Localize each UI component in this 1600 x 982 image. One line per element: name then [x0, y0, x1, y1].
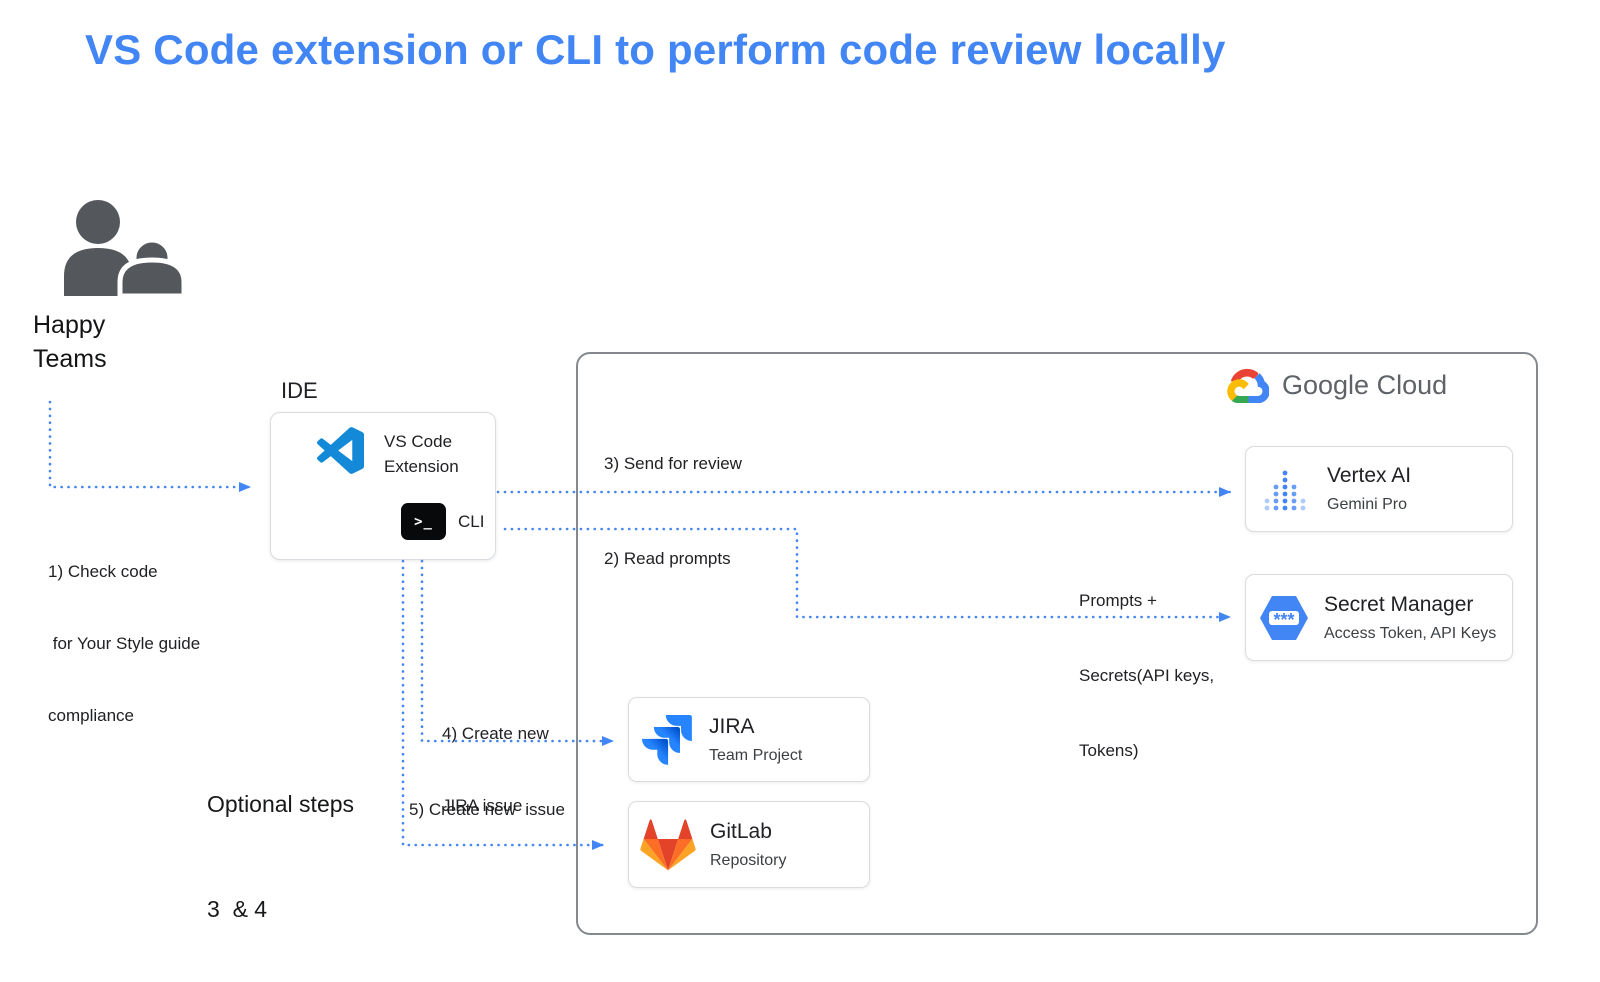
- google-cloud-label: Google Cloud: [1282, 370, 1448, 400]
- vscode-label-line1: VS Code: [384, 432, 453, 451]
- secret-manager-icon: ***: [1260, 595, 1308, 640]
- prompts-line3: Tokens): [1079, 741, 1139, 760]
- gitlab-title: GitLab: [710, 819, 772, 843]
- vscode-label-line2: Extension: [384, 457, 459, 476]
- google-cloud-icon: [1227, 368, 1269, 403]
- secret-manager-subtitle: Access Token, API Keys: [1324, 624, 1497, 642]
- cli-prompt-glyph: >_: [414, 513, 433, 530]
- happy-teams-line1: Happy: [33, 311, 106, 339]
- ide-box: VS Code Extension >_ CLI: [270, 412, 496, 560]
- prompts-line2: Secrets(API keys,: [1079, 666, 1215, 685]
- step3-label: 3) Send for review: [604, 454, 742, 473]
- vertex-ai-card: Vertex AI Gemini Pro: [1245, 446, 1513, 532]
- prompts-secrets-label: Prompts + Secrets(API keys, Tokens): [1079, 538, 1214, 813]
- step2-label: 2) Read prompts: [604, 549, 731, 568]
- jira-icon: [642, 714, 692, 765]
- ide-label: IDE: [281, 378, 318, 403]
- step1-line3: compliance: [48, 706, 134, 725]
- vertex-ai-icon: [1264, 470, 1306, 511]
- page-title: VS Code extension or CLI to perform code…: [85, 26, 1226, 73]
- step4-line1: 4) Create new: [442, 724, 549, 743]
- secret-manager-title: Secret Manager: [1324, 592, 1474, 616]
- jira-subtitle: Team Project: [709, 746, 803, 764]
- jira-title: JIRA: [709, 714, 755, 738]
- vertex-ai-title: Vertex AI: [1327, 464, 1412, 487]
- gitlab-subtitle: Repository: [710, 851, 787, 869]
- jira-card: JIRA Team Project: [628, 697, 870, 782]
- step1-line2: for Your Style guide: [48, 634, 201, 653]
- secret-manager-card: *** Secret Manager Access Token, API Key…: [1245, 574, 1513, 661]
- step1-line1: 1) Check code: [48, 562, 158, 581]
- google-cloud-logo: Google Cloud: [1226, 368, 1447, 403]
- vscode-icon: [317, 427, 364, 474]
- step5-label: 5) Create new issue: [409, 800, 565, 819]
- step1-label: 1) Check code for Your Style guide compl…: [48, 512, 200, 776]
- optional-steps-label: Optional steps 3 & 4: [207, 717, 354, 982]
- vscode-extension-label: VS Code Extension: [384, 429, 459, 479]
- happy-teams-icon: [64, 200, 187, 299]
- happy-teams-label: Happy Teams: [33, 308, 107, 376]
- gitlab-icon: [640, 818, 696, 870]
- gitlab-card: GitLab Repository: [628, 801, 870, 888]
- optional-steps-line1: Optional steps: [207, 791, 355, 817]
- prompts-line1: Prompts +: [1079, 591, 1157, 610]
- optional-steps-line2: 3 & 4: [207, 896, 268, 922]
- secret-manager-icon-glyph: ***: [1273, 610, 1294, 630]
- vertex-ai-subtitle: Gemini Pro: [1327, 496, 1408, 513]
- arrow-step1-check-code: [48, 400, 252, 492]
- cli-label: CLI: [458, 512, 485, 531]
- step4-label: 4) Create new JIRA issue: [442, 674, 549, 866]
- cli-terminal-icon: >_: [401, 503, 446, 540]
- happy-teams-line2: Teams: [33, 345, 107, 373]
